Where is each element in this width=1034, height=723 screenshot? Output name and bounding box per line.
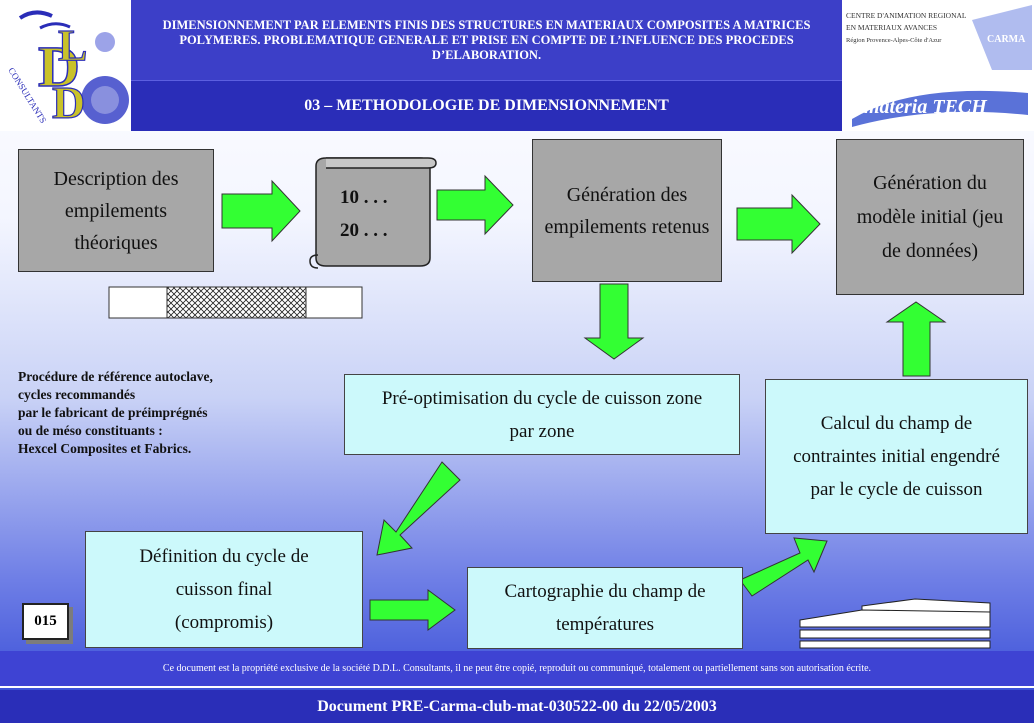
pre-optimisation-box: Pré-optimisation du cycle de cuisson zon… xyxy=(344,374,740,455)
arrow-down-left-icon xyxy=(376,461,461,556)
materiatech-logo: materia TECH xyxy=(842,75,1034,131)
calcul-champ-box: Calcul du champ de contraintes initial e… xyxy=(765,379,1028,534)
svg-text:CARMA: CARMA xyxy=(987,34,1026,45)
svg-text:EN MATERIAUX AVANCES: EN MATERIAUX AVANCES xyxy=(846,23,937,32)
reference-procedure-note: Procédure de référence autoclave, cycles… xyxy=(18,369,213,456)
arrow-right-icon xyxy=(436,174,514,236)
definition-cycle-box: Définition du cycle de cuisson final (co… xyxy=(85,531,363,648)
svg-text:D: D xyxy=(38,34,80,99)
svg-text:Région Provence-Alpes-Côte d'A: Région Provence-Alpes-Côte d'Azur xyxy=(846,37,942,44)
laminate-strip-icon xyxy=(108,286,363,319)
page-number: 015 xyxy=(22,603,69,640)
arrow-right-icon xyxy=(369,589,456,631)
cartographie-box: Cartographie du champ de températures xyxy=(467,567,743,649)
ply-stack-icon xyxy=(799,598,991,649)
arrow-down-icon xyxy=(583,283,645,360)
svg-text:L: L xyxy=(58,21,87,70)
ddl-logo: D L D CONSULTANTS xyxy=(0,0,131,131)
carma-logo: CENTRE D'ANIMATION REGIONAL EN MATERIAUX… xyxy=(842,0,1034,75)
description-empilements-box: Description des empilements théoriques xyxy=(18,149,214,272)
generation-empilements-box: Génération des empilements retenus xyxy=(532,139,722,282)
section-title: 03 – METHODOLOGIE DE DIMENSIONNEMENT xyxy=(131,80,842,131)
document-title: DIMENSIONNEMENT PAR ELEMENTS FINIS DES S… xyxy=(131,0,842,80)
arrow-right-icon xyxy=(736,193,821,255)
arrow-up-icon xyxy=(885,301,947,377)
svg-text:materia TECH: materia TECH xyxy=(864,96,988,118)
flow-arrows: 10 . . . 20 . . . xyxy=(108,157,991,649)
scroll-line-1: 10 . . . xyxy=(340,187,388,208)
arrow-right-icon xyxy=(221,179,301,243)
svg-text:D: D xyxy=(52,77,85,128)
copyright-notice: Ce document est la propriété exclusive d… xyxy=(0,651,1034,688)
svg-text:CENTRE D'ANIMATION REGIONAL: CENTRE D'ANIMATION REGIONAL xyxy=(846,11,967,20)
generation-modele-box: Génération du modèle initial (jeu de don… xyxy=(836,139,1024,295)
scroll-line-2: 20 . . . xyxy=(340,220,388,241)
arrow-up-right-icon xyxy=(739,537,828,597)
document-reference: Document PRE-Carma-club-mat-030522-00 du… xyxy=(0,690,1034,723)
scroll-icon: 10 . . . 20 . . . xyxy=(309,157,437,269)
